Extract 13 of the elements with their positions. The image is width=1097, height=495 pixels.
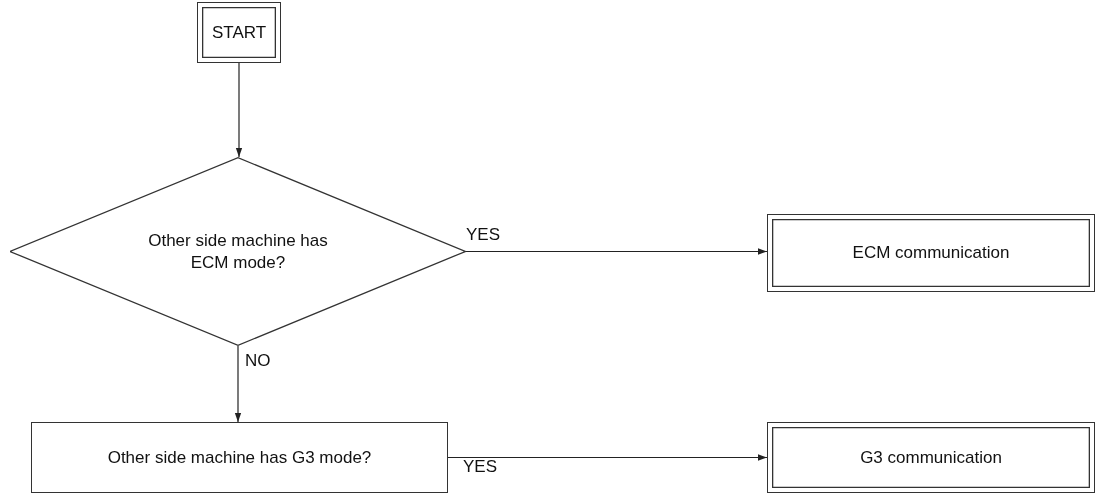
arrow (234, 345, 242, 423)
process-box (31, 422, 448, 493)
terminal-box (767, 422, 1095, 493)
terminal-box (197, 2, 281, 63)
arrow (465, 248, 768, 255)
node-label: G3 communication (860, 446, 1002, 469)
node-label: Other side machine has ECM mode? (147, 230, 329, 273)
node-label: Other side machine has G3 mode? (107, 446, 372, 469)
node-label: START (211, 21, 267, 44)
arrow (447, 454, 768, 461)
node-label: ECM communication (852, 242, 1010, 264)
terminal-box (767, 214, 1095, 292)
arrow (235, 62, 243, 158)
